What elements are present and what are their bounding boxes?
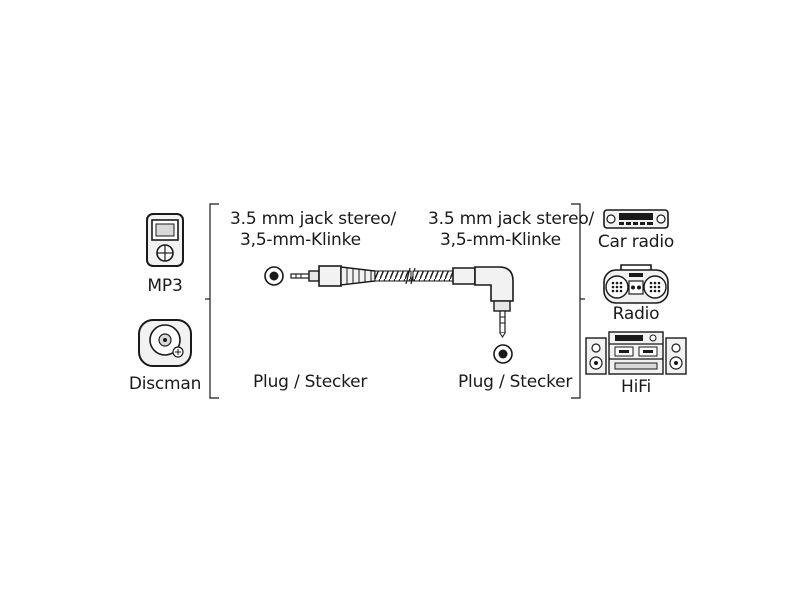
straight-plug-end-view-icon	[264, 266, 284, 286]
connector-2-spec-line1: 3.5 mm jack stereo/	[428, 209, 595, 229]
hifi-label: HiFi	[621, 377, 651, 397]
connector-2-spec-line2: 3,5-mm-Klinke	[440, 230, 561, 250]
radio-label: Radio	[612, 304, 660, 324]
mp3-player-icon	[146, 213, 184, 267]
discman-label: Discman	[128, 374, 202, 394]
boombox-radio-icon	[603, 264, 669, 304]
straight-plug-icon	[290, 265, 376, 287]
cable-illustration	[264, 265, 514, 364]
hifi-system-icon	[585, 331, 687, 375]
connector-1-spec-line1: 3.5 mm jack stereo/	[230, 209, 397, 229]
angled-plug-end-view-icon	[493, 344, 513, 364]
mp3-label: MP3	[147, 276, 183, 296]
discman-icon	[138, 319, 192, 367]
twisted-cable	[374, 267, 454, 285]
angled-plug-icon	[452, 266, 514, 338]
connector-1-type-label: Plug / Stecker	[253, 372, 368, 392]
connector-2-type-label: Plug / Stecker	[458, 372, 573, 392]
left-bracket	[205, 203, 219, 399]
connector-1-spec-line2: 3,5-mm-Klinke	[240, 230, 361, 250]
right-bracket	[571, 203, 585, 399]
car-radio-icon	[603, 209, 669, 229]
car-radio-label: Car radio	[597, 232, 675, 252]
